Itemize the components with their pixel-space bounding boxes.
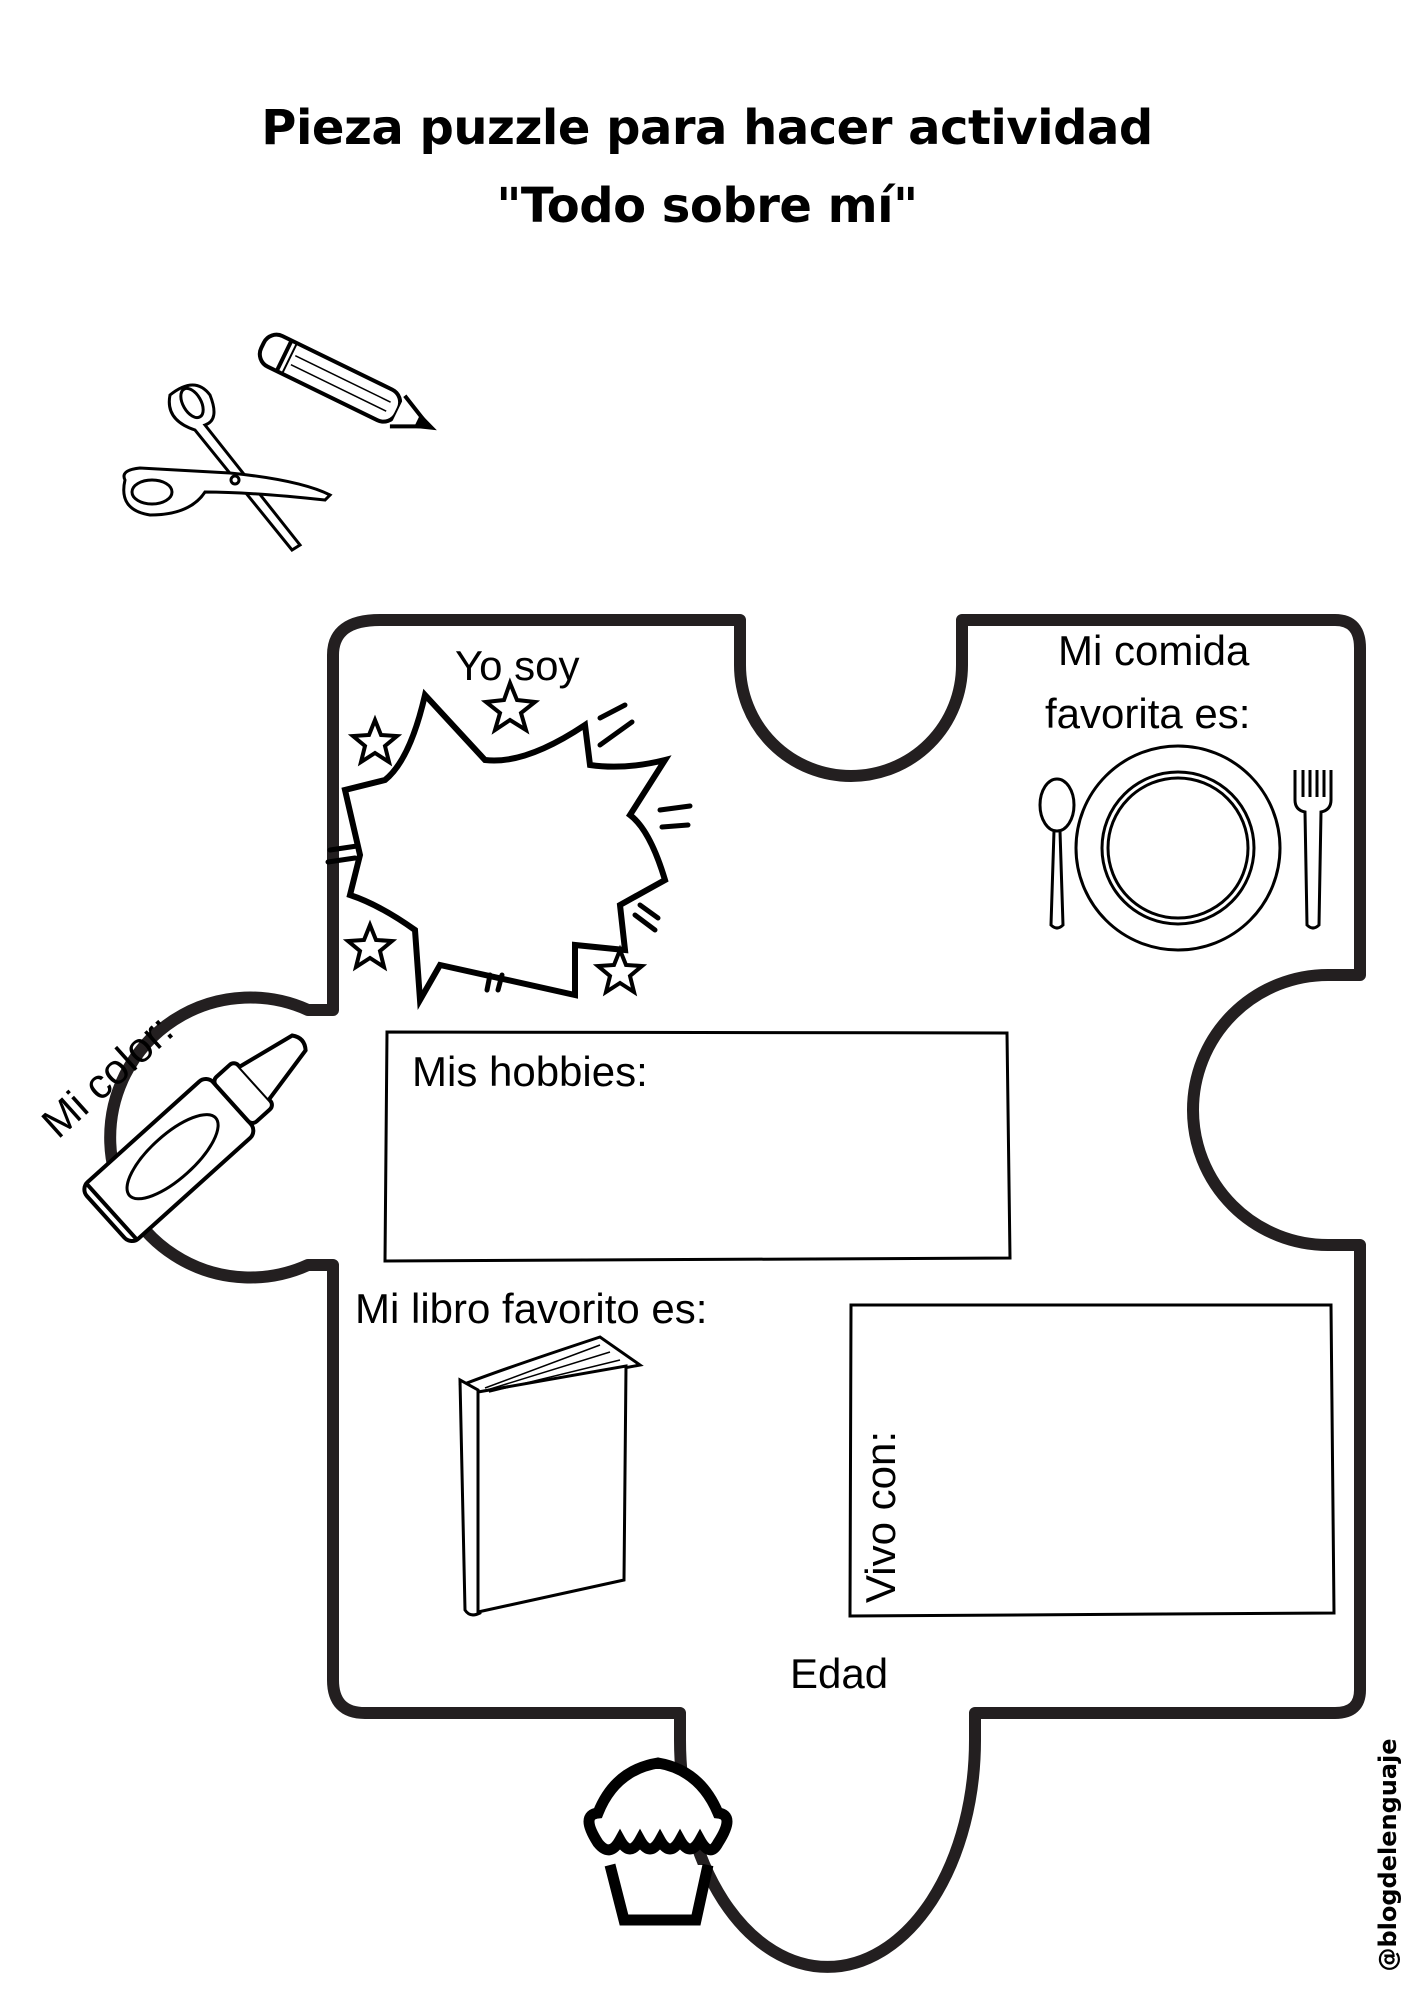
spoon-icon	[1038, 777, 1076, 930]
label-yo-soy: Yo soy	[455, 642, 580, 689]
stars	[342, 677, 648, 997]
star-icon	[342, 919, 398, 972]
crayon-icon	[82, 1033, 308, 1244]
hobbies-box	[383, 1030, 1012, 1263]
plate-icon	[1074, 744, 1282, 952]
title-line-2: "Todo sobre mí"	[496, 178, 918, 234]
motion-lines	[325, 702, 693, 993]
label-comida-line2: favorita es:	[1045, 690, 1250, 737]
explosion-bubble-icon	[341, 688, 672, 1011]
star-icon	[592, 944, 648, 997]
label-comida-line1: Mi comida	[1058, 627, 1250, 674]
scissors-icon	[122, 383, 333, 552]
title-line-1: Pieza puzzle para hacer actividad	[261, 100, 1153, 156]
label-libro: Mi libro favorito es:	[355, 1285, 707, 1332]
star-icon	[347, 714, 403, 767]
fork-icon	[1293, 770, 1333, 930]
label-hobbies: Mis hobbies:	[412, 1048, 648, 1095]
book-icon	[458, 1335, 644, 1617]
vivo-con-box	[848, 1303, 1336, 1618]
puzzle-piece-outline	[104, 614, 1366, 1973]
pencil-icon	[257, 332, 437, 431]
label-edad: Edad	[790, 1650, 888, 1697]
label-vivo-con: Vivo con:	[857, 1431, 904, 1603]
cupcake-icon	[583, 1757, 733, 1926]
watermark: @blogdelenguaje	[1368, 1720, 1408, 1990]
place-setting	[1038, 744, 1333, 952]
watermark-text: @blogdelenguaje	[1374, 1738, 1402, 1972]
star-icon	[480, 677, 541, 735]
